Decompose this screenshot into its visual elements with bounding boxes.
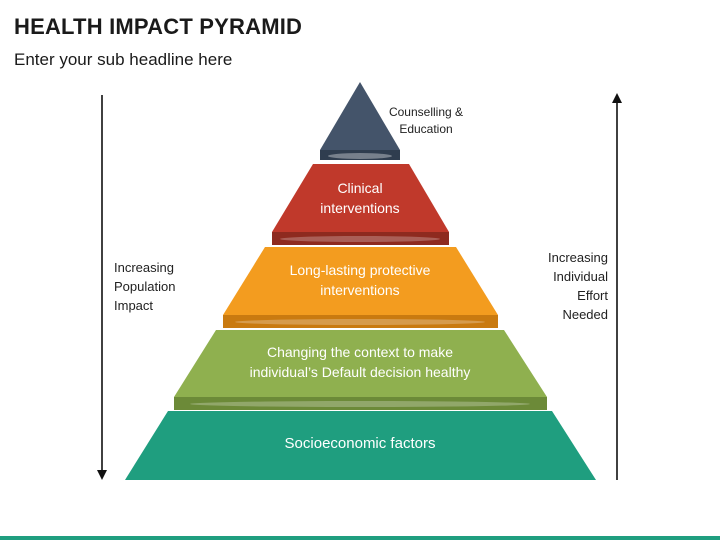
level-2-label-line2: interventions — [320, 200, 399, 216]
level-5-label: Socioeconomic factors — [285, 435, 436, 452]
left-axis-arrowhead — [97, 470, 107, 480]
right-axis-label: Increasing Individual Effort Needed — [512, 248, 608, 324]
level-1-label-line2: Education — [399, 122, 453, 136]
right-axis-label-line3: Effort — [577, 288, 608, 303]
right-axis-label-line2: Individual — [553, 269, 608, 284]
left-axis-label-line1: Increasing — [114, 260, 174, 275]
pyramid-level-3: Long-lasting protective interventions — [223, 247, 498, 328]
left-axis-label-line3: Impact — [114, 298, 154, 313]
pyramid-level-1 — [320, 82, 400, 160]
pyramid-level-5: Socioeconomic factors — [125, 411, 596, 480]
page-title: HEALTH IMPACT PYRAMID — [14, 14, 303, 39]
level-1-label: Counselling & Education — [376, 104, 476, 138]
right-axis-label-line1: Increasing — [548, 250, 608, 265]
pyramid-level-4: Changing the context to make individual’… — [174, 330, 547, 410]
left-axis-label-line2: Population — [114, 279, 176, 294]
right-axis-label-line4: Needed — [562, 307, 608, 322]
footer-bar — [0, 536, 720, 540]
level-3-label-line1: Long-lasting protective — [290, 262, 431, 278]
pyramid-level-2: Clinical interventions — [272, 164, 449, 245]
page-subtitle: Enter your sub headline here — [14, 50, 233, 69]
level-3-label-line2: interventions — [320, 282, 399, 298]
left-axis-label: Increasing Population Impact — [114, 258, 214, 315]
level-2-label-line1: Clinical — [337, 180, 382, 196]
level-4-label-line2: individual’s Default decision healthy — [250, 364, 471, 380]
level-4-label-line1: Changing the context to make — [267, 344, 453, 360]
level-1-label-line1: Counselling & — [388, 105, 464, 119]
right-axis-arrowhead — [612, 93, 622, 103]
